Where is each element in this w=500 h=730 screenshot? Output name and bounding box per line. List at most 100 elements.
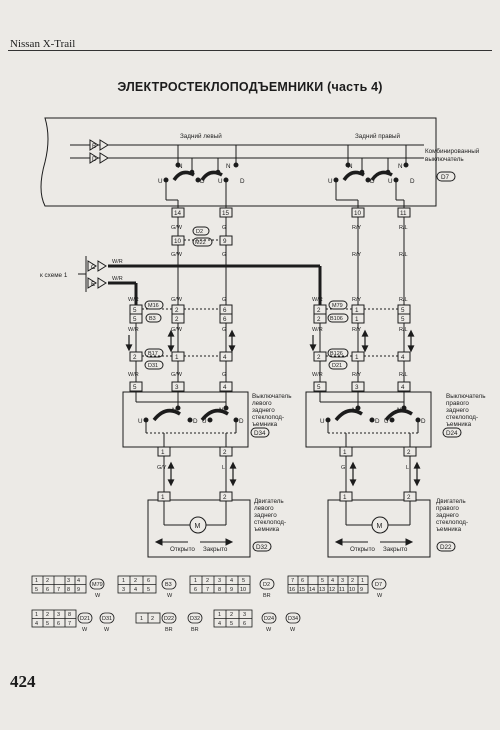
pin-ls-2: 2 — [223, 449, 227, 456]
conn-m22-oval — [192, 237, 213, 247]
combo-switch-label-2: выключатель — [425, 156, 464, 163]
left-switch-label-5: ъемника — [252, 421, 278, 428]
right-motor-symbol: M — [377, 523, 383, 530]
left-switch-label-3: заднего — [252, 407, 275, 414]
cv-m79-p4: 4 — [77, 578, 80, 584]
label-rear-right: Задний правый — [355, 132, 401, 140]
wire-label-wr-7: W/R — [128, 372, 139, 378]
combo-switch-housing — [40, 117, 437, 207]
cv-m79-p7: 7 — [57, 587, 60, 593]
cv-d21-p5: 5 — [46, 621, 49, 627]
cv-d21-p2: 2 — [46, 612, 49, 618]
cv-d21-p6: 6 — [57, 621, 60, 627]
cv-d7-p13: 13 — [319, 587, 325, 593]
cv-d21-color: W — [82, 627, 88, 633]
page-title: ЭЛЕКТРОСТЕКЛОПОДЪЕМНИКИ (часть 4) — [117, 80, 383, 94]
conn-b106-oval — [327, 313, 349, 323]
right-motor-label-5: ъемника — [436, 526, 462, 533]
left-motor-label-5: ъемника — [254, 526, 280, 533]
cv-b3-p4: 4 — [134, 587, 137, 593]
pin-num-10: 10 — [354, 210, 362, 217]
conn-m16-oval — [144, 300, 164, 310]
combo-switch-label-1: Комбинированный — [425, 147, 480, 155]
right-motor-icon — [371, 516, 389, 534]
pin-label-u-1: U — [158, 178, 163, 185]
cv-d22-code: D22 — [164, 616, 174, 622]
right-switch-label-3: заднего — [446, 407, 469, 414]
conn-label-d2: D2 — [196, 229, 203, 235]
switch-contact-right-2 — [370, 170, 393, 182]
wire-label-wr-4: W/R — [312, 297, 323, 303]
conn-d34-oval — [250, 427, 270, 438]
cv-d7-p2: 2 — [351, 578, 354, 584]
cv-d7-p10: 10 — [349, 587, 355, 593]
scheme-ref-text: к схеме 1 — [40, 272, 68, 279]
cv-m79-p1: 1 — [35, 578, 38, 584]
conn-label-b126: B126 — [330, 351, 343, 357]
cv-d24-p6: 6 — [243, 621, 246, 627]
cv-d22-p1: 1 — [140, 616, 143, 622]
right-motor-box — [327, 499, 431, 558]
wire-label-rl-1: R/L — [399, 225, 408, 231]
pin-num-5c: 5 — [133, 316, 137, 323]
pin-label-u-2: U — [218, 178, 223, 185]
cv-m79-p2: 2 — [46, 578, 49, 584]
cv-d24-p4: 1 — [218, 612, 221, 618]
pin-rm-2: 2 — [407, 494, 411, 501]
cv-d21-code: D21 — [80, 616, 90, 622]
ls-u-2: U — [202, 418, 207, 425]
cv-m79-color: W — [95, 593, 101, 599]
cv-d31-code: D31 — [102, 616, 112, 622]
wire-label-gw-3: G/W — [171, 297, 183, 303]
wire-label-g-1: G — [222, 225, 226, 231]
pin-rs-1: 1 — [343, 449, 347, 456]
left-motor-box — [147, 499, 251, 558]
pin-num-6c: 6 — [223, 316, 227, 323]
wire-label-g-6: G — [341, 465, 345, 471]
switch-contact-left-1 — [172, 170, 195, 182]
cv-d34-color: W — [290, 627, 296, 633]
wire-label-gw-5: G/W — [171, 372, 183, 378]
wire-label-ry-5: R/Y — [352, 372, 362, 378]
ls-n-1: N — [172, 407, 177, 414]
rs-n-2: N — [397, 407, 402, 414]
wire-label-g-3: G — [222, 297, 226, 303]
cv-d7-p5: 5 — [321, 578, 324, 584]
ls-d-1: D — [193, 418, 198, 425]
pin-label-n-3: N — [348, 163, 353, 170]
pin-num-2e: 2 — [133, 354, 137, 361]
right-switch-label-1: Выключатель — [446, 393, 486, 400]
cv-d7-p1: 1 — [361, 578, 364, 584]
cv-m79-p3: 3 — [67, 578, 70, 584]
pin-lm-2: 2 — [223, 494, 227, 501]
cv-d7-p4: 4 — [331, 578, 334, 584]
left-motor-open: Открыто — [170, 546, 195, 553]
conn-d7-oval — [436, 171, 456, 182]
pin-num-3h: 3 — [355, 384, 359, 391]
cv-d32-color: BR — [191, 627, 199, 633]
wire-label-ry-2: R/Y — [352, 252, 362, 258]
pin-label-u-4: U — [388, 178, 393, 185]
pin-label-u-3: U — [328, 178, 333, 185]
rs-u-1: U — [320, 418, 325, 425]
wire-label-rl-4: R/L — [399, 327, 408, 333]
pin-num-14: 14 — [174, 210, 182, 217]
rs-n-1: N — [352, 407, 357, 414]
pin-label-d-3: D — [370, 178, 375, 185]
conn-d24-oval — [442, 427, 462, 438]
conn-d22-oval — [436, 541, 456, 552]
header-rule — [8, 50, 492, 51]
cv-d7-p14: 14 — [309, 587, 315, 593]
cv-d7-code: D7 — [375, 582, 382, 588]
wire-label-gy-1: G/Y — [157, 465, 167, 471]
pin-label-n-2: N — [226, 163, 231, 170]
cv-d7-p15: 15 — [299, 587, 305, 593]
right-switch-label-4: стеклопод- — [446, 414, 478, 421]
conn-label-b106: B106 — [330, 316, 343, 322]
cv-d2-p8: 8 — [218, 587, 221, 593]
pin-num-3g: 3 — [175, 384, 179, 391]
left-switch-box — [122, 391, 249, 448]
cv-m79-p5: 5 — [35, 587, 38, 593]
cv-d2-p5: 5 — [242, 578, 245, 584]
